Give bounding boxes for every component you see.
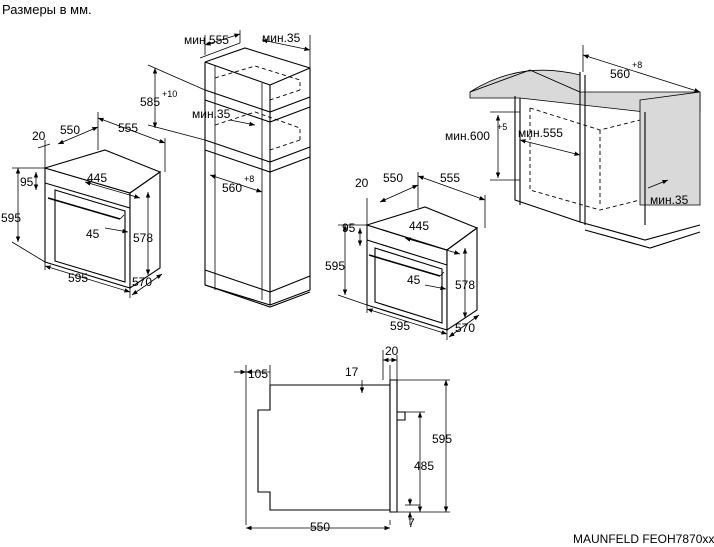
niche-opening-width-label: 560 bbox=[610, 67, 631, 81]
oven-left-width-label: 595 bbox=[68, 271, 89, 285]
oven-right-cavity-width-label: 445 bbox=[409, 219, 430, 233]
units-note: Размеры в мм. bbox=[2, 2, 92, 17]
oven-right-cavity-height-label: 578 bbox=[455, 278, 476, 292]
column-opening-width-label: 560 bbox=[222, 181, 243, 195]
oven-right-depth-total-label: 555 bbox=[440, 171, 461, 185]
niche-opening-width-tolerance: +8 bbox=[632, 60, 643, 70]
oven-right-handle-offset-label: 45 bbox=[407, 273, 421, 287]
side-panel-offset-label: 17 bbox=[345, 365, 359, 379]
column-depth-min-label: мин.35 bbox=[262, 31, 301, 45]
oven-right-drawing bbox=[337, 172, 486, 340]
column-opening-height-label: 585 bbox=[140, 95, 161, 109]
column-opening-height-tolerance: +10 bbox=[162, 89, 178, 99]
oven-right-front-label: 95 bbox=[342, 221, 356, 235]
oven-right-width-label: 595 bbox=[390, 319, 411, 333]
model-name: MAUNFELD FEOH7870xx bbox=[573, 532, 714, 546]
column-opening-width-tolerance: +8 bbox=[244, 174, 255, 184]
oven-left-handle-offset-label: 45 bbox=[86, 227, 100, 241]
niche-height-min-label: мин.600 bbox=[445, 129, 490, 143]
oven-right-depth-label: 550 bbox=[383, 171, 404, 185]
oven-left-cavity-height-label: 578 bbox=[133, 231, 154, 245]
column-width-min-label: мин.555 bbox=[184, 33, 229, 47]
column-cabinet-drawing bbox=[147, 30, 311, 308]
oven-right-height-label: 595 bbox=[325, 259, 346, 273]
oven-left-drawing bbox=[11, 112, 166, 298]
oven-right-top-offset-label: 20 bbox=[355, 176, 369, 190]
side-total-height-label: 595 bbox=[432, 432, 453, 446]
niche-height-min-tolerance: +5 bbox=[497, 122, 508, 132]
side-bottom-offset-label: 7 bbox=[408, 516, 415, 530]
column-gap-min-label: мин.35 bbox=[192, 107, 231, 121]
niche-gap-min-label: мин.35 bbox=[650, 193, 689, 207]
side-rear-offset-label: 105 bbox=[248, 367, 269, 381]
oven-left-side-depth-label: 570 bbox=[132, 275, 153, 289]
oven-left-height-label: 595 bbox=[1, 211, 22, 225]
oven-left-top-offset-label: 20 bbox=[32, 129, 46, 143]
side-inner-height-label: 485 bbox=[414, 459, 435, 473]
oven-left-front-label: 95 bbox=[20, 175, 34, 189]
side-body-depth-label: 550 bbox=[310, 520, 331, 534]
oven-right-side-depth-label: 570 bbox=[455, 321, 476, 335]
side-door-offset-label: 20 bbox=[385, 344, 399, 358]
under-counter-drawing bbox=[469, 45, 701, 249]
oven-left-depth-total-label: 555 bbox=[118, 121, 139, 135]
side-view-drawing bbox=[234, 350, 450, 531]
oven-left-cavity-width-label: 445 bbox=[87, 171, 108, 185]
niche-depth-min-label: мин.555 bbox=[518, 126, 563, 140]
oven-left-depth-label: 550 bbox=[60, 123, 81, 137]
